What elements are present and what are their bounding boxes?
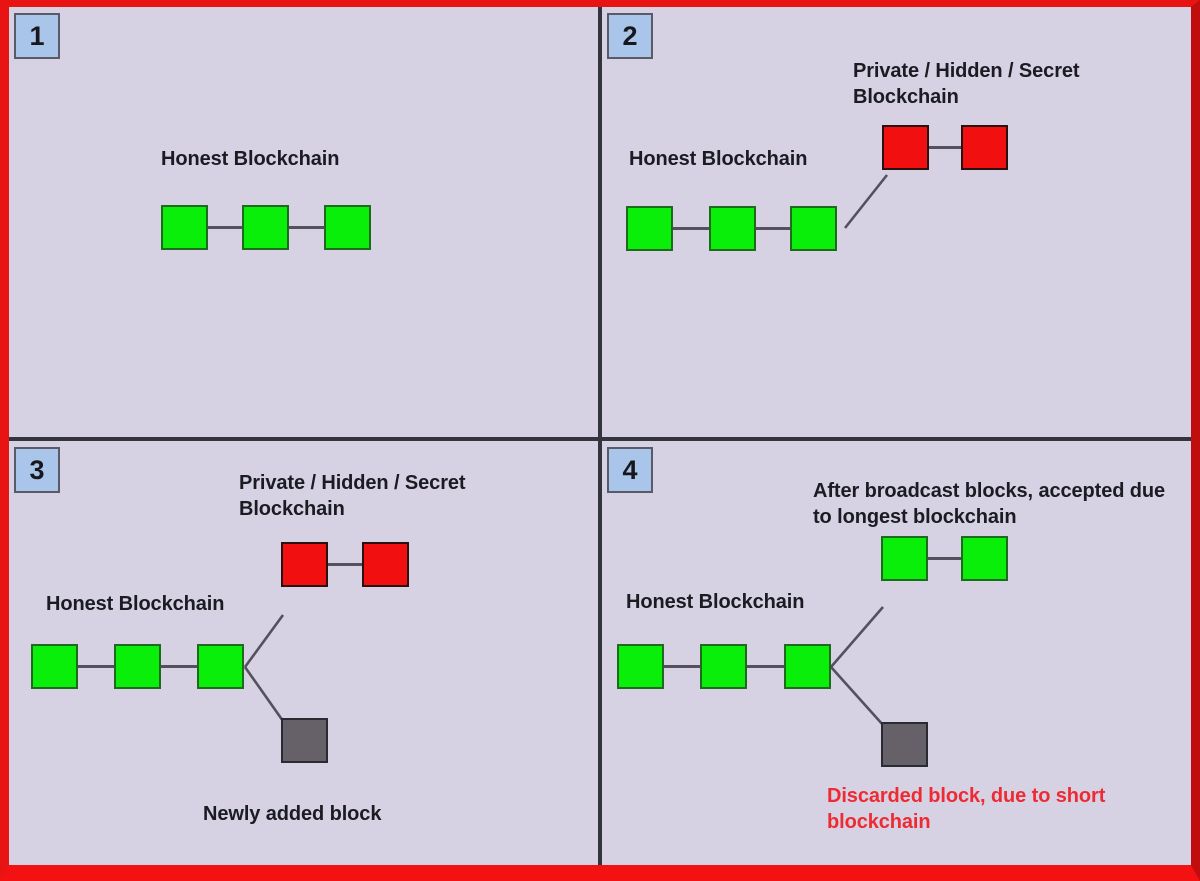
panel-number-badge-2: 2 xyxy=(607,13,653,59)
panel-2-secret-link-1 xyxy=(929,146,961,149)
panel-2-honest-block-3 xyxy=(790,206,837,251)
panel-3-honest-link-1 xyxy=(78,665,114,668)
panel-4-accepted-link-1 xyxy=(928,557,961,560)
panel-3-newly-added-block xyxy=(281,718,328,763)
panel-2-honest-link-1 xyxy=(673,227,709,230)
panel-3-honest-block-1 xyxy=(31,644,78,689)
panel-3-honest-blockchain-label: Honest Blockchain xyxy=(46,593,225,615)
panel-1: Honest Blockchain xyxy=(9,7,598,437)
panel-4-honest-link-1 xyxy=(664,665,700,668)
panel-number-badge-3: 3 xyxy=(14,447,60,493)
panel-4-discarded-block xyxy=(881,722,928,767)
panel-number-badge-4: 4 xyxy=(607,447,653,493)
panel-4-honest-link-2 xyxy=(747,665,784,668)
panel-3-secret-block-1 xyxy=(281,542,328,587)
panel-2-honest-blockchain-label: Honest Blockchain xyxy=(629,148,808,170)
panel-2-secret-blockchain-label: Private / Hidden / Secret Blockchain xyxy=(853,60,1080,108)
panel-2-honest-block-1 xyxy=(626,206,673,251)
panel-2-secret-block-2 xyxy=(961,125,1008,170)
panel-3-secret-link-1 xyxy=(328,563,362,566)
panel-divider-vertical xyxy=(598,7,602,865)
panel-4: After broadcast blocks, accepted due to … xyxy=(602,441,1191,865)
panel-4-honest-block-2 xyxy=(700,644,747,689)
panel-1-honest-link-2 xyxy=(289,226,324,229)
panel-3-honest-link-2 xyxy=(161,665,197,668)
panel-3-secret-block-2 xyxy=(362,542,409,587)
panel-2-honest-block-2 xyxy=(709,206,756,251)
panel-2-secret-block-1 xyxy=(882,125,929,170)
panel-4-discarded-block-label: Discarded block, due to short blockchain xyxy=(827,785,1106,833)
panel-2: Private / Hidden / Secret Blockchain Hon… xyxy=(602,7,1191,437)
panel-3-honest-block-2 xyxy=(114,644,161,689)
panel-3-secret-blockchain-label: Private / Hidden / Secret Blockchain xyxy=(239,472,466,520)
panel-4-accepted-blocks-label: After broadcast blocks, accepted due to … xyxy=(813,480,1166,528)
panel-2-honest-link-2 xyxy=(756,227,790,230)
panel-4-honest-block-3 xyxy=(784,644,831,689)
panel-3-honest-block-3 xyxy=(197,644,244,689)
panel-1-honest-link-1 xyxy=(208,226,242,229)
panel-1-honest-block-3 xyxy=(324,205,371,250)
panel-1-honest-block-1 xyxy=(161,205,208,250)
panel-1-honest-blockchain-label: Honest Blockchain xyxy=(161,148,340,170)
panel-4-accepted-block-2 xyxy=(961,536,1008,581)
panel-number-badge-1: 1 xyxy=(14,13,60,59)
panel-4-accepted-block-1 xyxy=(881,536,928,581)
panel-3-newly-added-block-label: Newly added block xyxy=(203,803,382,825)
panel-4-honest-blockchain-label: Honest Blockchain xyxy=(626,591,805,613)
panel-divider-horizontal xyxy=(9,437,1191,441)
panel-1-honest-block-2 xyxy=(242,205,289,250)
panel-4-honest-block-1 xyxy=(617,644,664,689)
panel-3: Private / Hidden / Secret Blockchain Hon… xyxy=(9,441,598,865)
